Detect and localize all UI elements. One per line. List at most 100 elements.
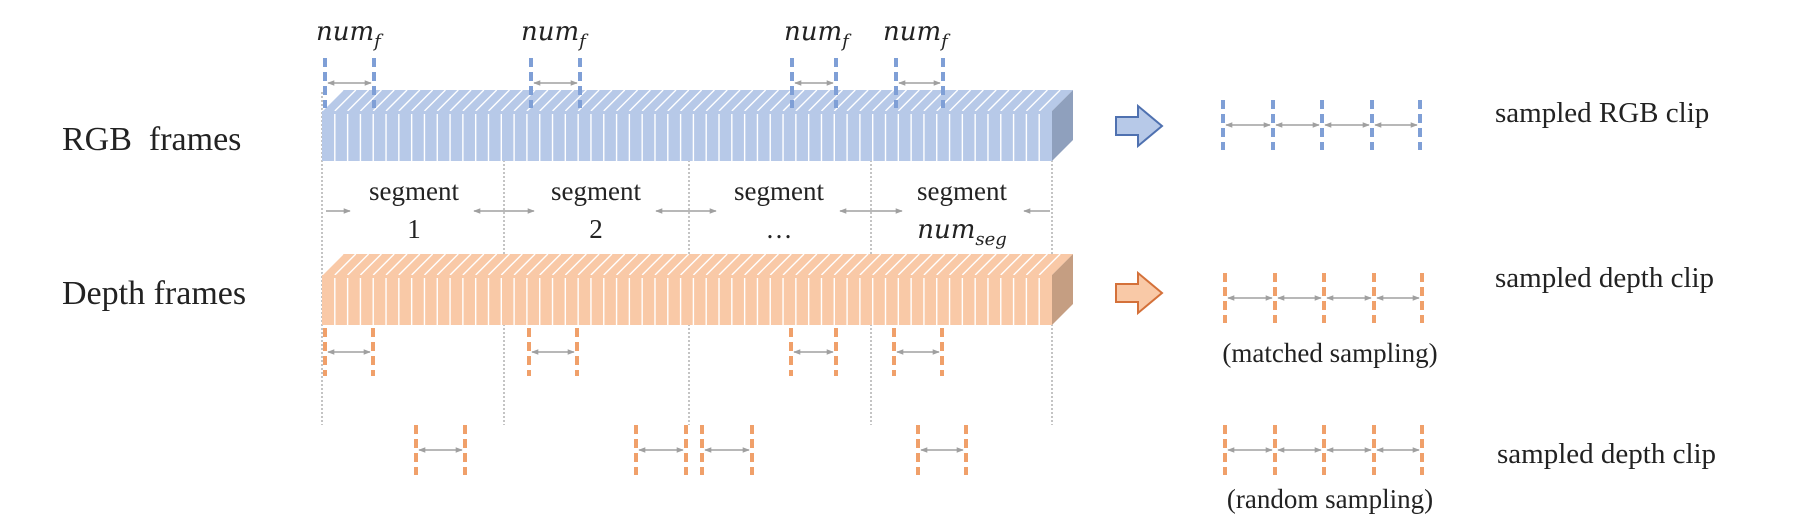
rgb-bar-top-stripe [897,89,920,112]
rgb-bar-top-stripe [744,89,767,112]
num-f-label-2: numf [521,17,589,52]
depth-bar-top-stripe [782,253,805,276]
rgb-bar-top-stripe [654,89,677,112]
depth-bar-top-stripe [885,253,908,276]
sampled-clips [1221,100,1424,475]
depth-bar-top-stripe [462,253,485,276]
rgb-bar-top-stripe [1025,89,1048,112]
depth-bar-top-stripe [513,253,536,276]
depth-bar-top-stripe [641,253,664,276]
rgb-bar-top-stripe [936,89,959,112]
rgb-bar-top-stripe [385,89,408,112]
rgb-bar-top-stripe [705,89,728,112]
sampled-depth-clip-matched-label: sampled depth clip [1495,262,1714,294]
rgb-output-arrow-icon [1115,103,1164,149]
segment-label-1-word: segment [369,176,459,206]
depth-bar-top-stripe [744,253,767,276]
rgb-bar-top-stripe [731,89,754,112]
depth-bar-top-stripe [1000,253,1023,276]
segment-label-1-index: 1 [407,214,421,244]
rgb-bar-top-stripe [769,89,792,112]
depth-bar-top-stripe [526,253,549,276]
depth-bar-top-stripe [846,253,869,276]
depth-bar-top-stripe [936,253,959,276]
rgb-bar-top-stripe [808,89,831,112]
depth-bar-top-stripe [385,253,408,276]
rgb-bar-top-stripe [372,89,395,112]
sampled-depth-clip-random-label: sampled depth clip [1497,438,1716,470]
depth-bar-side-face [1052,254,1073,325]
depth-bar-top-stripe [897,253,920,276]
depth-bar-front-face [322,275,1052,325]
rgb-bar-top-stripe [872,89,895,112]
num-f-label-1: numf [316,17,384,52]
depth-bar-top-stripe [1025,253,1048,276]
depth-bar-top-stripe [1013,253,1036,276]
rgb-frames-bar [321,89,1073,161]
rgb-bar-top-stripe [680,89,703,112]
rgb-bar-top-stripe [603,89,626,112]
sampled-frame-markers [323,58,968,475]
depth-bar-top-stripe [372,253,395,276]
rgb-bar-top-stripe [795,89,818,112]
depth-bar-top-stripe [436,253,459,276]
rgb-bar-top-face [322,90,1073,111]
rgb-bar-top-stripe [692,89,715,112]
rgb-bar-top-stripe [423,89,446,112]
rgb-frames-label: RGB frames [62,121,241,158]
depth-bar-top-stripe [692,253,715,276]
rgb-bar-top-stripe [590,89,613,112]
rgb-bar-top-stripe [949,89,972,112]
depth-bar-top-stripe [398,253,421,276]
segment-labels: segment 1 segment 2 segment … segment nu… [369,176,1007,250]
segment-label-3-index: … [766,214,793,244]
segment-label-2-index: 2 [589,214,603,244]
rgb-bar-top-stripe [398,89,421,112]
depth-bar-top-stripe [487,253,510,276]
depth-bar-top-stripe [590,253,613,276]
num-f-label-3: numf [784,17,852,52]
depth-bar-top-stripe [334,253,357,276]
rgb-bar-top-stripe [628,89,651,112]
rgb-bar-top-stripe [411,89,434,112]
depth-bar-top-stripe [411,253,434,276]
depth-bar-top-stripe [833,253,856,276]
depth-bar-top-stripe [577,253,600,276]
random-sampling-note: (random sampling) [1227,484,1433,514]
depth-bar-top-stripe [910,253,933,276]
depth-bar-top-stripe [616,253,639,276]
depth-bar-top-stripe [564,253,587,276]
rgb-bar-top-stripe [987,89,1010,112]
segment-label-4-index: numseg [917,215,1007,250]
rgb-bar-top-stripe [616,89,639,112]
depth-bar-top-stripe [718,253,741,276]
depth-bar-top-stripe [756,253,779,276]
rgb-bar-top-stripe [1000,89,1023,112]
rgb-bar-side-face [1052,90,1073,161]
rgb-bar-top-stripe [1038,89,1061,112]
depth-bar-top-stripe [949,253,972,276]
depth-bar-top-stripe [820,253,843,276]
rgb-bar-top-stripe [974,89,997,112]
depth-bar-top-stripe [449,253,472,276]
rgb-bar-top-stripe [846,89,869,112]
depth-bar-top-stripe [628,253,651,276]
depth-output-arrow-icon [1115,270,1164,316]
depth-frames-label: Depth frames [62,275,246,312]
depth-bar-top-stripe [359,253,382,276]
sampled-rgb-clip-label: sampled RGB clip [1495,97,1709,129]
rgb-bar-top-stripe [436,89,459,112]
rgb-bar-top-stripe [961,89,984,112]
depth-bar-top-stripe [347,253,370,276]
depth-bar-top-stripe [769,253,792,276]
depth-bar-top-stripe [423,253,446,276]
segment-boundary-lines [321,92,1053,425]
segment-label-3-word: segment [734,176,824,206]
depth-bar-top-stripe [987,253,1010,276]
depth-bar-top-stripe [872,253,895,276]
rgb-bar-top-stripe [449,89,472,112]
depth-bar-top-stripe [705,253,728,276]
rgb-bar-top-stripe [539,89,562,112]
depth-bar-top-stripe [923,253,946,276]
